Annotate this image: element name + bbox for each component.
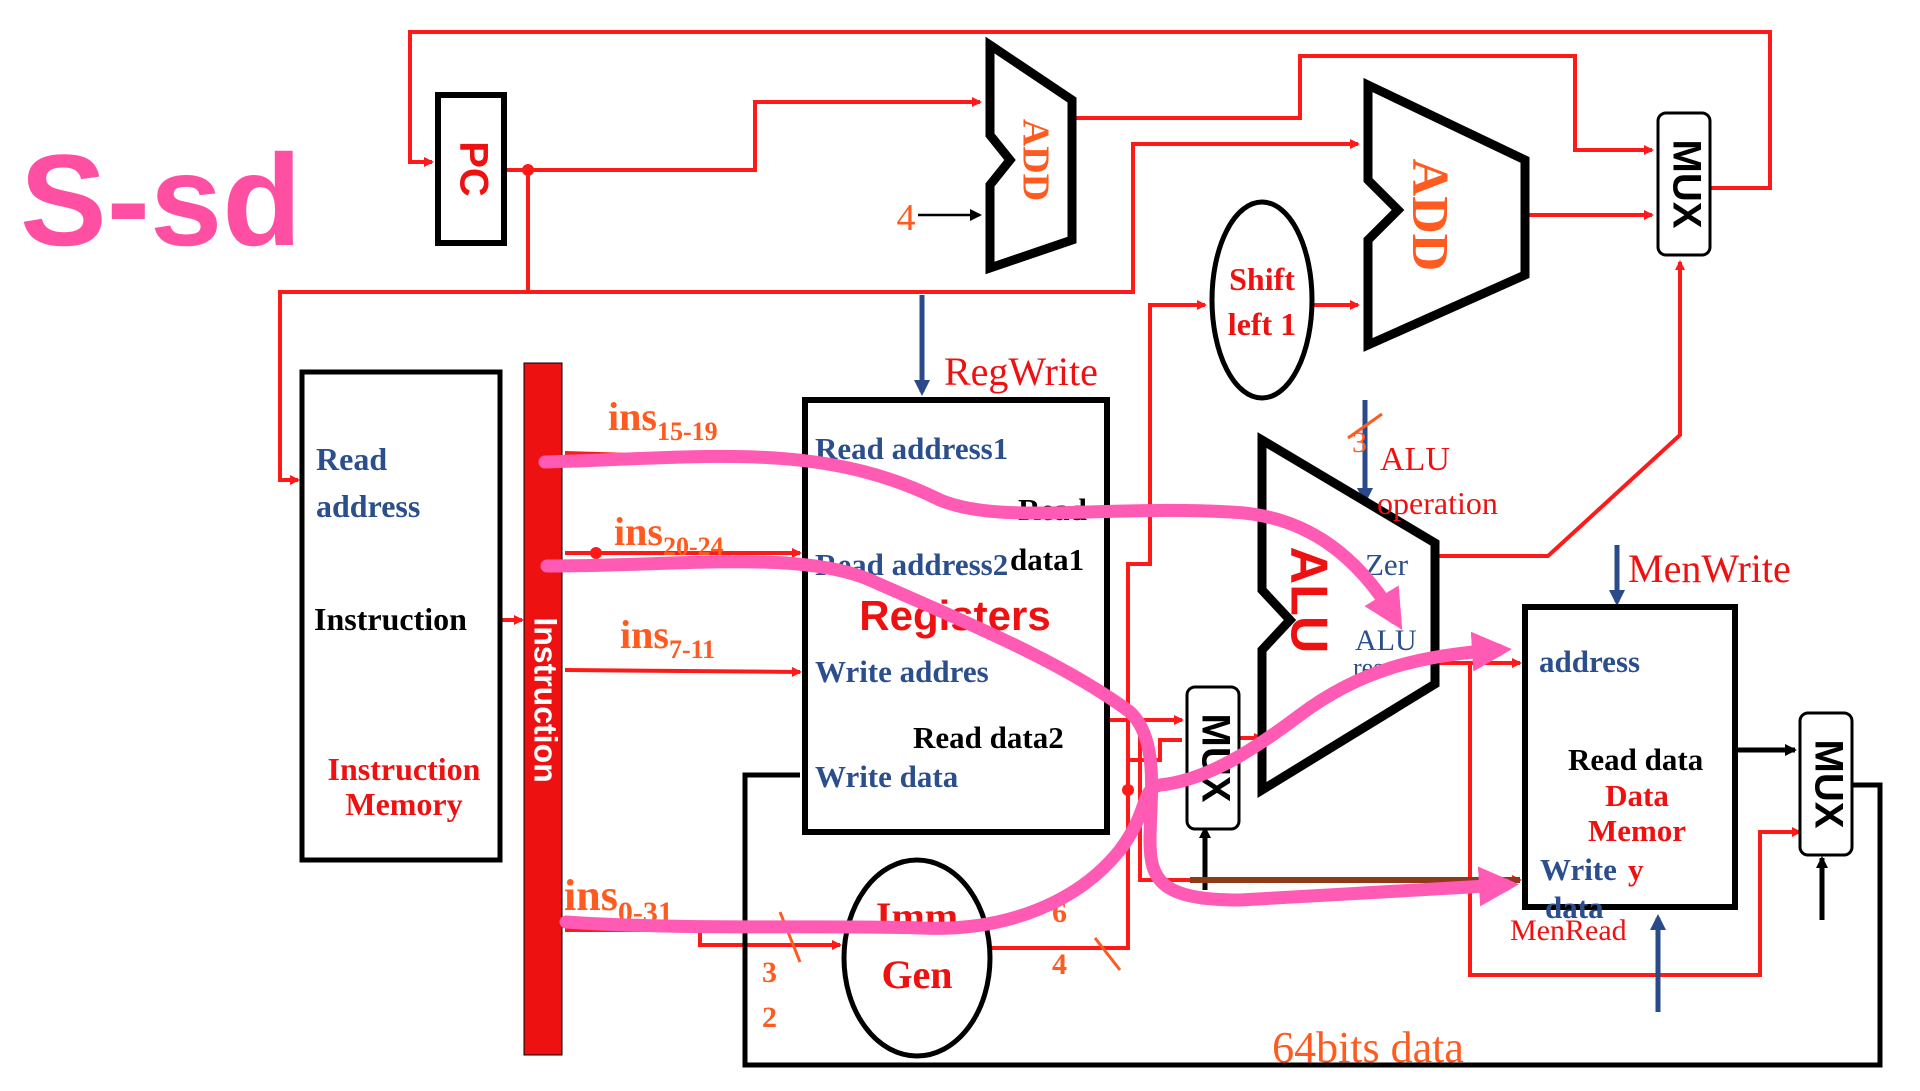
highlight-paths <box>538 449 1519 935</box>
wire-alu-to-addr <box>1432 661 1802 977</box>
imem-name-2: Memory <box>345 786 462 822</box>
dmem-write-label-2: data <box>1545 890 1604 925</box>
mux-pc-select: MUX <box>1656 111 1712 257</box>
imm-gen: Imm Gen <box>841 857 993 1059</box>
highlight-rs1-to-alu <box>538 449 1403 630</box>
imm-in-width-1: 3 <box>762 956 777 989</box>
dmem-name-2: Memor <box>1588 813 1686 848</box>
pc-label: PC <box>451 141 495 197</box>
wire-mux-to-pc <box>408 30 1772 190</box>
reg-read-address1: Read address1 <box>815 431 1008 466</box>
mux-mem-label: MUX <box>1806 740 1850 829</box>
adder-const-4: 4 <box>897 197 916 239</box>
imem-instruction-label: Instruction <box>314 601 467 637</box>
wire-add-to-mux <box>1073 54 1654 155</box>
wire-pc-to-add <box>528 97 982 172</box>
memwrite-label: MenWrite <box>1628 546 1791 591</box>
field-7-11: ins7-11 <box>620 612 715 664</box>
alu-label: ALU <box>1279 547 1337 654</box>
control-signals <box>914 295 1666 1012</box>
dmem-read-data: Read data <box>1568 742 1704 777</box>
register-file: RegWrite Read address1 Read address2 Wri… <box>802 349 1110 835</box>
alu-control-width: 3 <box>1352 426 1367 459</box>
pc-register: PC <box>435 92 507 246</box>
wire-pc-out <box>278 168 530 485</box>
slide-title: S-sd <box>20 127 302 273</box>
imem-read-label-2: address <box>316 488 420 524</box>
adder-pc-label: ADD <box>1014 119 1056 201</box>
imm-in-width-2: 2 <box>762 1001 777 1034</box>
regwrite-label: RegWrite <box>944 349 1098 394</box>
dmem-address: address <box>1539 644 1640 679</box>
dmem-name-1: Data <box>1605 778 1669 813</box>
reg-write-data: Write data <box>815 759 959 794</box>
mux-pc-label: MUX <box>1664 140 1708 229</box>
dmem-name-3: y <box>1628 852 1644 887</box>
instruction-bus: Instruction <box>523 362 564 1056</box>
instruction-bus-label: Instruction <box>528 617 564 782</box>
field-15-19: ins15-19 <box>608 394 718 446</box>
wire-imm-to-shift <box>990 300 1207 950</box>
wire-field-7-11 <box>564 666 802 677</box>
highlight-imm-to-address <box>559 631 1512 935</box>
imm-gen-bottom: Gen <box>881 952 952 997</box>
alu-control-labels: 3 ALU operation <box>1347 412 1498 521</box>
reg-read-data2: Read data2 <box>913 720 1064 755</box>
wire-writeback-bus <box>742 772 1883 1068</box>
adder-branch: ADD <box>1363 77 1530 352</box>
wire-zero-to-mux <box>1432 260 1685 558</box>
wire-pc-to-branch-add <box>528 139 1360 294</box>
adder-branch-label: ADD <box>1401 159 1458 272</box>
shift-left-1: Shift left 1 <box>1209 199 1315 401</box>
wire-imm-to-mux <box>1126 738 1182 790</box>
memread-label: MenRead <box>1510 914 1627 947</box>
imem-read-label-1: Read <box>316 441 387 477</box>
shift-label-2: left 1 <box>1228 306 1296 342</box>
mux-alu-source: MUX <box>1185 685 1241 831</box>
highlight-rs2-to-write-data <box>540 555 1519 907</box>
reg-write-address: Write addres <box>815 654 989 689</box>
reg-read-data1-b: data1 <box>1010 542 1084 577</box>
field-20-24: ins20-24 <box>614 509 724 561</box>
shift-label-1: Shift <box>1229 261 1295 297</box>
instruction-fields: ins15-19 ins20-24 ins7-11 ins0-31 <box>564 394 724 929</box>
instruction-memory: Read address Instruction Instruction Mem… <box>299 369 503 863</box>
junction-dots <box>522 164 1134 796</box>
bus-width-label: 64bits data <box>1272 1023 1464 1072</box>
alu-op-label-1: ALU <box>1380 441 1450 478</box>
imm-gen-bit-widths <box>778 911 1122 971</box>
alu-op-label-2: operation <box>1377 485 1498 521</box>
imem-name-1: Instruction <box>328 751 481 787</box>
dmem-write-label-1: Write <box>1540 852 1617 887</box>
adder-pc-plus-4: ADD <box>985 36 1077 275</box>
data-memory: MenWrite address Read data Data Memor Wr… <box>1510 546 1791 947</box>
imm-out-width-2: 4 <box>1052 948 1067 981</box>
mux-write-back: MUX <box>1798 711 1854 857</box>
